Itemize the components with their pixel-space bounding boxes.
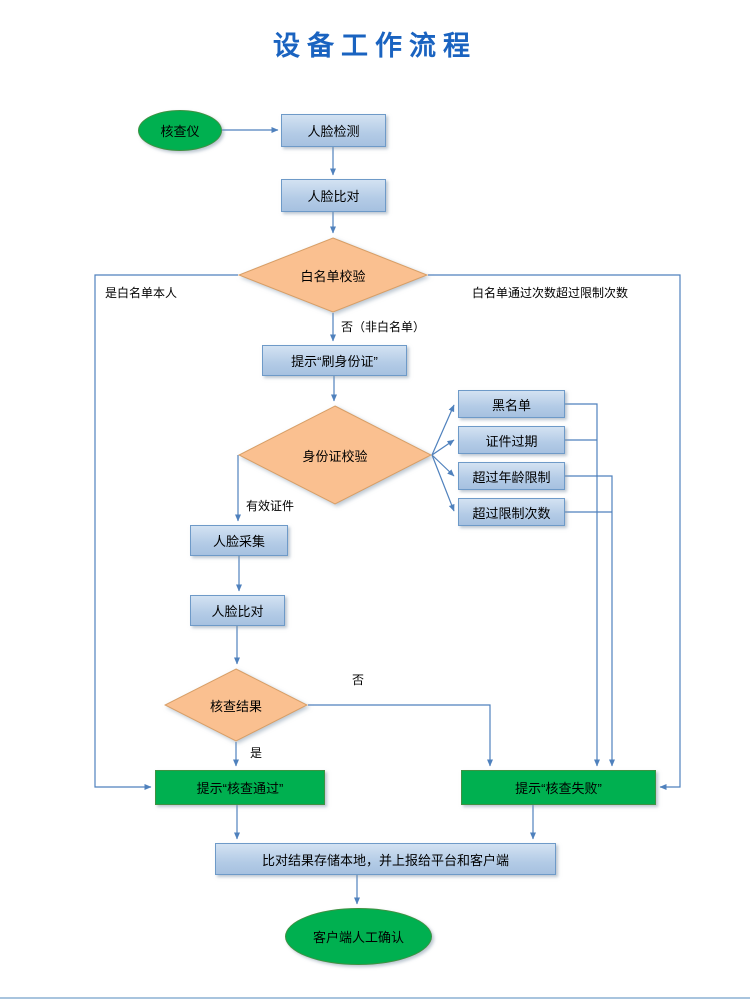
node-id-check-label: 身份证校验 — [302, 448, 368, 464]
page-bottom-border — [0, 997, 750, 999]
edge-blacklist-to-fail — [565, 403, 600, 767]
edge-label-valid-cert: 有效证件 — [246, 499, 295, 513]
edge-label-is-whitelist-person: 是白名单本人 — [105, 286, 178, 300]
id-check-diamond-shape — [238, 405, 432, 505]
edge-label-yes: 是 — [250, 746, 263, 760]
node-cert-expired: 证件过期 — [458, 426, 565, 454]
node-blacklist-label: 黑名单 — [491, 397, 531, 413]
node-store-report: 比对结果存储本地，并上报给平台和客户端 — [215, 843, 556, 875]
node-prompt-swipe-id: 提示“刷身份证” — [262, 345, 407, 376]
node-face-detect: 人脸检测 — [281, 114, 386, 147]
node-whitelist-check-label: 白名单校验 — [300, 268, 366, 284]
node-verifier-label: 核查仪 — [160, 124, 200, 139]
node-prompt-swipe-id-label: 提示“刷身份证” — [291, 354, 378, 369]
node-over-age: 超过年龄限制 — [458, 462, 565, 490]
node-prompt-fail: 提示“核查失败” — [461, 770, 656, 805]
edge-id-check-to-overlimit — [431, 454, 455, 512]
page-title: 设备工作流程 — [273, 31, 477, 61]
node-face-capture-label: 人脸采集 — [212, 534, 265, 549]
whitelist-diamond-shape — [238, 237, 428, 313]
edge-id-check-to-overage — [431, 454, 455, 477]
node-blacklist: 黑名单 — [458, 390, 565, 418]
node-face-compare-2: 人脸比对 — [190, 595, 285, 626]
edge-whitelist-to-fail — [428, 274, 681, 790]
node-over-age-label: 超过年龄限制 — [472, 469, 551, 485]
node-cert-expired-label: 证件过期 — [485, 433, 538, 449]
edge-result-to-fail — [308, 704, 493, 767]
node-face-capture: 人脸采集 — [190, 525, 288, 556]
node-id-check: 身份证校验 — [238, 405, 432, 505]
node-client-confirm: 客户端人工确认 — [285, 908, 432, 965]
edge-whitelist-to-pass — [94, 274, 238, 790]
node-prompt-fail-label: 提示“核查失败” — [515, 781, 602, 796]
node-face-compare-1-label: 人脸比对 — [307, 189, 360, 204]
node-face-compare-1: 人脸比对 — [281, 179, 386, 212]
node-verifier-ellipse: 核查仪 — [138, 110, 222, 151]
node-over-limit-label: 超过限制次数 — [472, 505, 551, 521]
edge-overage-to-fail — [565, 475, 615, 767]
edge-label-whitelist-over-limit: 白名单通过次数超过限制次数 — [472, 286, 629, 300]
node-prompt-pass: 提示“核查通过” — [155, 770, 325, 805]
edge-id-check-to-expired — [431, 439, 455, 456]
node-prompt-pass-label: 提示“核查通过” — [196, 781, 284, 796]
node-face-detect-label: 人脸检测 — [307, 124, 360, 139]
edge-label-not-whitelist: 否（非白名单） — [341, 320, 426, 334]
edge-id-check-to-blacklist — [431, 404, 455, 456]
node-client-confirm-label: 客户端人工确认 — [312, 930, 404, 945]
check-result-diamond-shape — [164, 668, 308, 742]
node-over-limit: 超过限制次数 — [458, 498, 565, 526]
node-check-result-label: 核查结果 — [209, 698, 262, 714]
node-whitelist-check: 白名单校验 — [238, 237, 428, 313]
edge-label-no: 否 — [352, 673, 365, 687]
node-store-report-label: 比对结果存储本地，并上报给平台和客户端 — [261, 852, 509, 868]
node-face-compare-2-label: 人脸比对 — [211, 604, 264, 619]
node-check-result: 核查结果 — [164, 668, 308, 742]
